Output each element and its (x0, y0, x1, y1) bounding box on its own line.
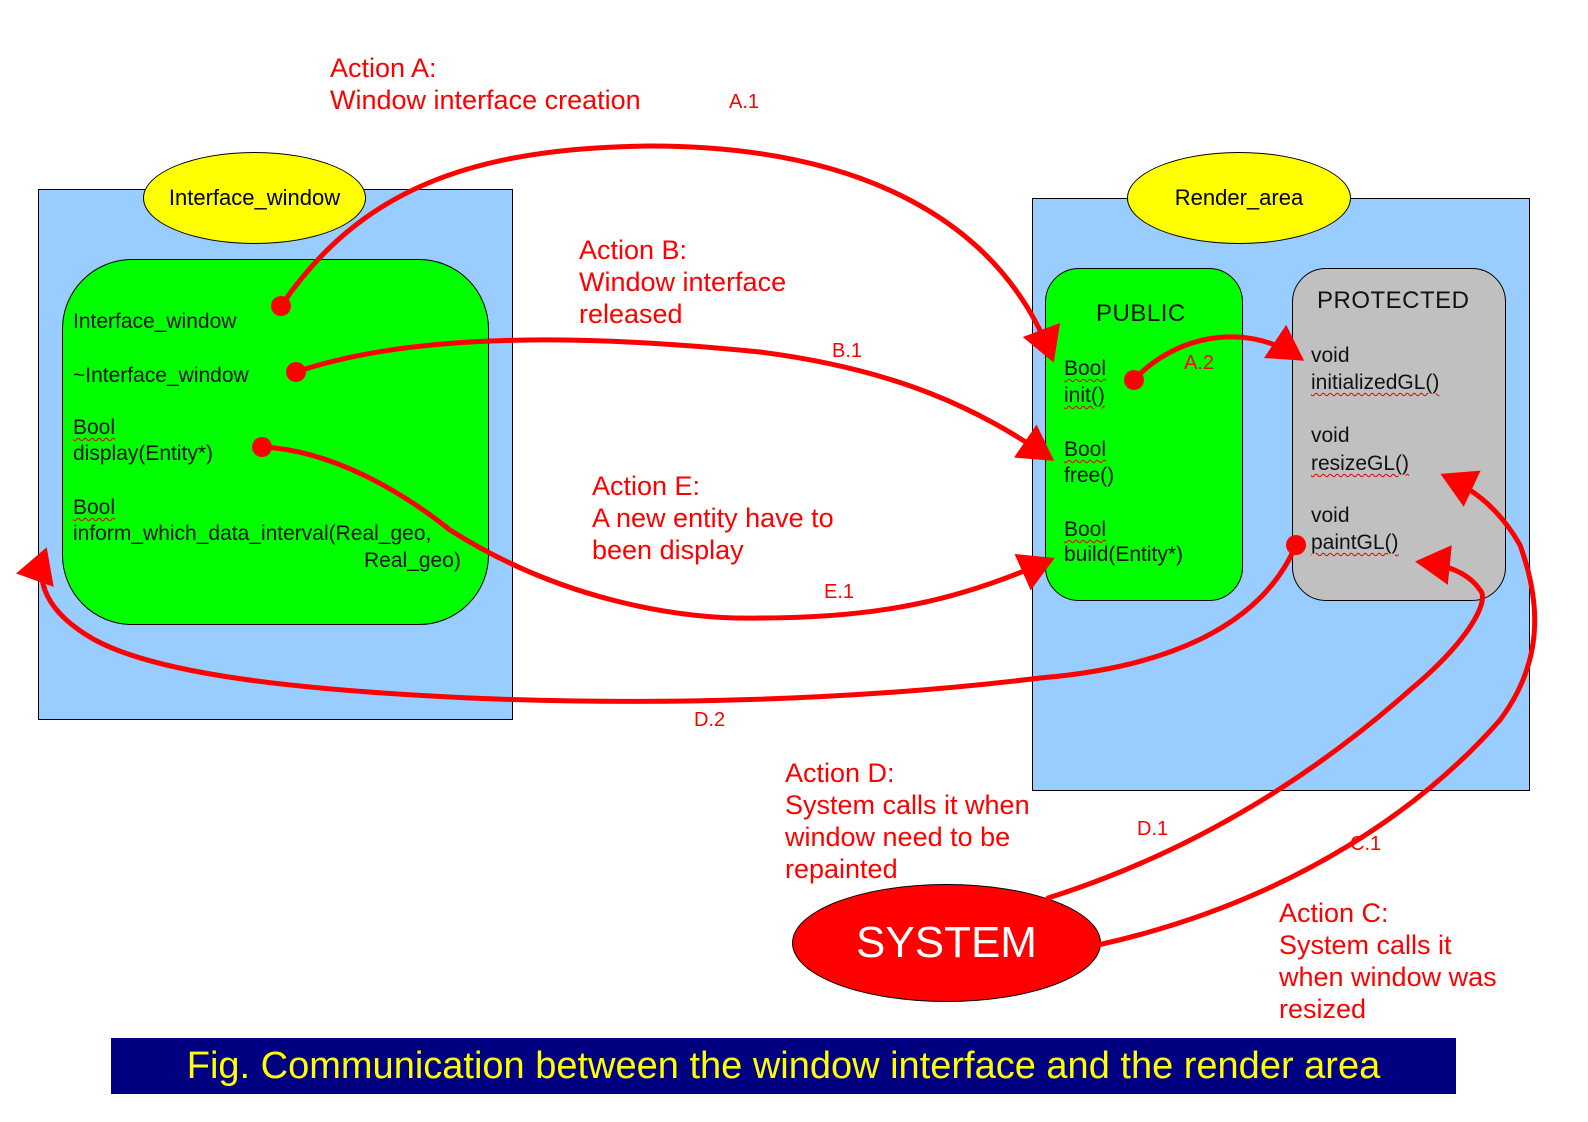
member-inform-cont: Real_geo) (364, 549, 461, 572)
protected-resize-type: void (1311, 424, 1350, 447)
member-inform: inform_which_data_interval(Real_geo, (73, 522, 432, 545)
member-display-type: Bool (73, 416, 116, 439)
system-node: SYSTEM (792, 884, 1101, 1002)
public-free: free() (1064, 464, 1115, 487)
action-e-label: Action E: A new entity have to been disp… (592, 471, 834, 565)
member-destructor: ~Interface_window (73, 364, 249, 387)
figure-caption: Fig. Communication between the window in… (111, 1038, 1456, 1094)
protected-paint: paintGL() (1311, 531, 1399, 554)
protected-resize: resizeGL() (1311, 452, 1410, 475)
public-build: build(Entity*) (1064, 543, 1184, 566)
action-b-label: Action B: Window interface released (579, 235, 787, 329)
step-e1: E.1 (824, 581, 855, 603)
step-d1: D.1 (1137, 818, 1169, 840)
action-d-label: Action D: System calls it when window ne… (785, 758, 1030, 884)
member-display: display(Entity*) (73, 442, 214, 465)
step-d2: D.2 (694, 709, 726, 731)
step-b1: B.1 (832, 340, 863, 362)
public-init-type: Bool (1064, 357, 1107, 380)
interface-window-label: Interface_window (143, 152, 366, 244)
public-free-type: Bool (1064, 438, 1107, 461)
protected-initialized: initializedGL() (1311, 371, 1440, 394)
step-a2: A.2 (1184, 352, 1215, 374)
protected-initialized-type: void (1311, 344, 1350, 367)
step-c1: C.1 (1350, 833, 1382, 855)
step-a1: A.1 (729, 91, 760, 113)
public-init: init() (1064, 384, 1105, 407)
public-build-type: Bool (1064, 518, 1107, 541)
public-title: PUBLIC (1096, 300, 1186, 327)
protected-paint-type: void (1311, 504, 1350, 527)
member-inform-type: Bool (73, 496, 116, 519)
action-a-label: Action A: Window interface creation (330, 53, 641, 115)
member-constructor: Interface_window (73, 310, 237, 333)
render-area-label: Render_area (1127, 152, 1351, 244)
protected-title: PROTECTED (1317, 287, 1470, 314)
action-c-label: Action C: System calls it when window wa… (1279, 898, 1497, 1024)
